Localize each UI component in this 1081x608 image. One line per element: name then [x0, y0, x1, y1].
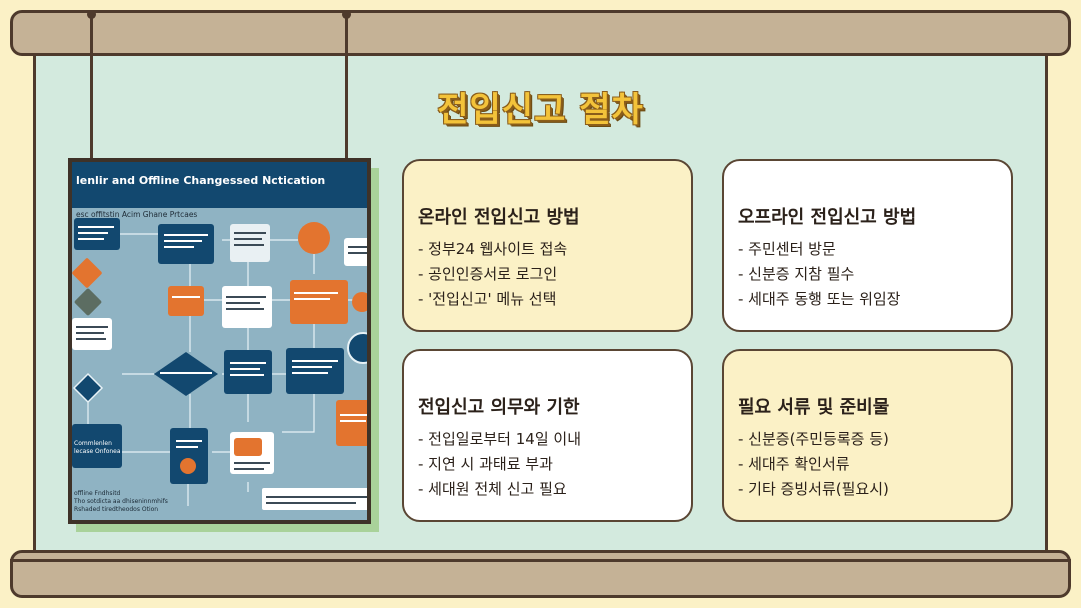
- card-list: - 주민센터 방문 - 신분증 지참 필수 - 세대주 동행 또는 위임장: [738, 237, 901, 312]
- poster-note-2: Tho sotdicta aa dhiseninnmhifs: [74, 498, 168, 505]
- flow-node-text-marks-dark: [76, 232, 367, 504]
- card-title: 온라인 전입신고 방법: [418, 207, 580, 228]
- scroll-rod-bottom: [10, 550, 1071, 598]
- poster-note-4: Commlenlen: [74, 440, 112, 447]
- flow-node-text-marks: [78, 226, 367, 448]
- card-list: - 전입일로부터 14일 이내 - 지연 시 과태료 부과 - 세대원 전체 신…: [418, 427, 581, 502]
- poster-note-3: Rshaded tiredtheodos Otion: [74, 506, 159, 513]
- card-offline-method: 오프라인 전입신고 방법 - 주민센터 방문 - 신분증 지참 필수 - 세대주…: [722, 159, 1013, 332]
- flow-node-7: [168, 286, 204, 316]
- flow-node-11: [352, 292, 367, 312]
- poster-note-5: lecase Onfonea: [74, 448, 121, 455]
- flow-node-4: [298, 222, 330, 254]
- poster-note-1: offline Fndhsitd: [74, 490, 121, 497]
- card-list: - 신분증(주민등록증 등) - 세대주 확인서류 - 기타 증빙서류(필요시): [738, 427, 889, 502]
- flow-node-17: [72, 372, 104, 404]
- flow-node-6: [72, 258, 102, 288]
- card-title: 전입신고 의무와 기한: [418, 397, 580, 418]
- card-list: - 정부24 웹사이트 접속 - 공인인증서로 로그인 - '전입신고' 메뉴 …: [418, 237, 567, 312]
- card-list-item: - 지연 시 과태료 부과: [418, 455, 553, 473]
- card-list-item: - 전입일로부터 14일 이내: [418, 430, 582, 448]
- flow-node-2: [158, 224, 214, 264]
- flow-node-24: [262, 488, 367, 510]
- card-list-item: - 공인인증서로 로그인: [418, 265, 558, 283]
- card-list-item: - 신분증 지참 필수: [738, 265, 855, 283]
- card-list-item: - 신분증(주민등록증 등): [738, 430, 889, 448]
- flow-node-3: [230, 224, 270, 262]
- card-list-item: - 세대주 동행 또는 위임장: [738, 290, 901, 308]
- hanging-nail-right: [342, 10, 351, 19]
- poster-subtitle: esc offitstin Acim Ghane Prtcaes: [76, 210, 198, 219]
- card-list-item: - 기타 증빙서류(필요시): [738, 480, 889, 498]
- flow-node-9: [290, 280, 348, 324]
- card-title: 오프라인 전입신고 방법: [738, 207, 917, 228]
- flow-node-16: [286, 348, 344, 394]
- flow-node-13: [347, 332, 367, 364]
- poster-title: lenlir and Offline Changessed Nctication: [76, 174, 326, 187]
- flow-node-15: [224, 350, 272, 394]
- flow-node-10: [74, 288, 102, 316]
- flow-node-21: [180, 458, 196, 474]
- flow-nodes: [72, 218, 367, 510]
- flow-node-19: [72, 424, 122, 468]
- flowchart-poster: lenlir and Offline Changessed Nctication…: [68, 158, 371, 524]
- card-list-item: - 주민센터 방문: [738, 240, 836, 258]
- scroll-rod-top: [10, 10, 1071, 56]
- card-list-item: - 정부24 웹사이트 접속: [418, 240, 568, 258]
- flowchart-diagram: [72, 218, 367, 510]
- hanging-string-left: [90, 14, 93, 176]
- card-title: 필요 서류 및 준비물: [738, 397, 890, 418]
- page-title: 전입신고 절차: [437, 90, 644, 130]
- card-list-item: - 세대원 전체 신고 필요: [418, 480, 567, 498]
- flow-node-18: [336, 400, 367, 446]
- flow-node-8: [222, 286, 272, 328]
- card-list-item: - '전입신고' 메뉴 선택: [418, 290, 557, 308]
- card-obligation-deadline: 전입신고 의무와 기한 - 전입일로부터 14일 이내 - 지연 시 과태료 부…: [402, 349, 693, 522]
- flow-node-20: [170, 428, 208, 484]
- flow-node-23: [234, 438, 262, 456]
- hanging-string-right: [345, 14, 348, 176]
- hanging-nail-left: [87, 10, 96, 19]
- card-list-item: - 세대주 확인서류: [738, 455, 850, 473]
- card-online-method: 온라인 전입신고 방법 - 정부24 웹사이트 접속 - 공인인증서로 로그인 …: [402, 159, 693, 332]
- poster-header: [72, 162, 367, 208]
- card-required-documents: 필요 서류 및 준비물 - 신분증(주민등록증 등) - 세대주 확인서류 - …: [722, 349, 1013, 522]
